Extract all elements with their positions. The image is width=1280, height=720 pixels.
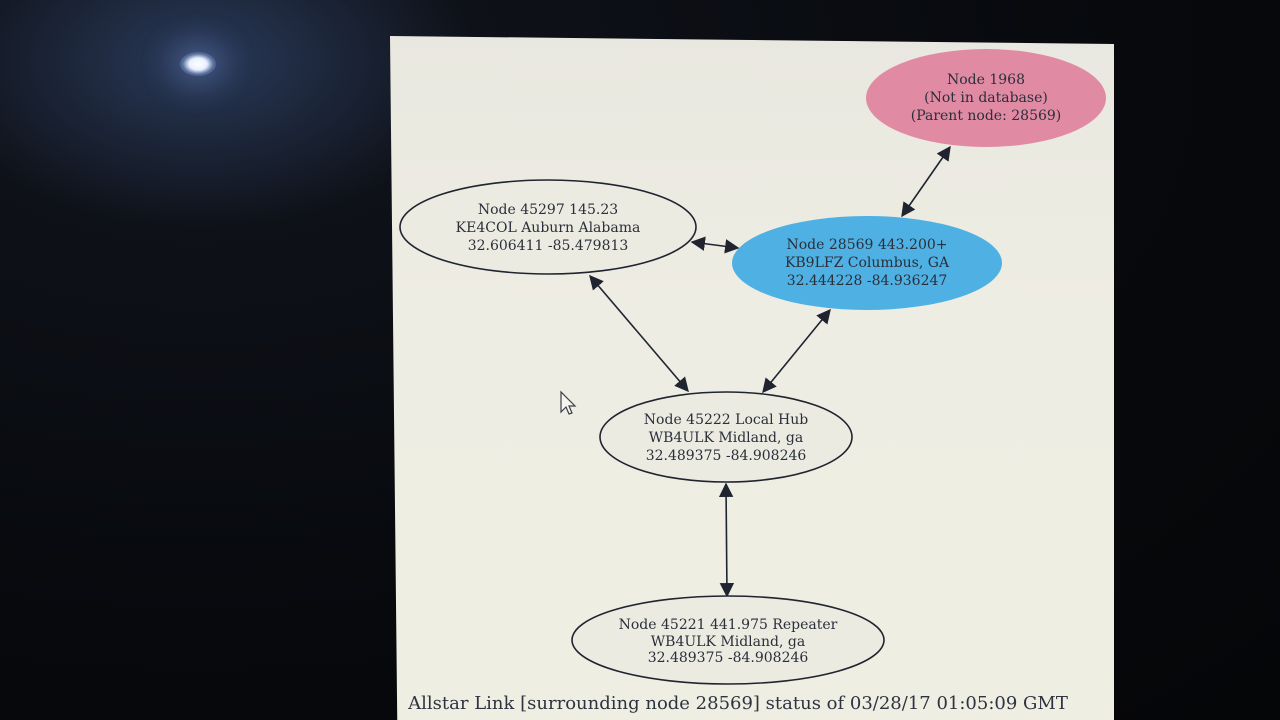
node-label-line2: KE4COL Auburn Alabama xyxy=(456,220,641,236)
node-label-line2: WB4ULK Midland, ga xyxy=(649,430,803,446)
node-ellipse xyxy=(599,391,853,483)
node-label-line3: 32.444228 -84.936247 xyxy=(787,273,948,289)
light-glare xyxy=(180,52,216,76)
edge-45222-45221 xyxy=(718,482,735,598)
node-label-line3: (Parent node: 28569) xyxy=(911,108,1062,124)
node-label-line3: 32.489375 -84.908246 xyxy=(646,448,807,464)
node-1968[interactable]: Node 1968 (Not in database) (Parent node… xyxy=(866,49,1106,147)
edges xyxy=(589,145,951,598)
node-label-line1: Node 45221 441.975 Repeater xyxy=(619,617,838,633)
status-line: Allstar Link [surrounding node 28569] st… xyxy=(407,693,1068,714)
node-ellipse xyxy=(571,595,885,685)
node-45297[interactable]: Node 45297 145.23 KE4COL Auburn Alabama … xyxy=(399,179,697,275)
node-label-line1: Node 28569 443.200+ xyxy=(787,237,948,253)
mouse-cursor-icon xyxy=(560,390,577,415)
edge-45297-28569 xyxy=(690,236,740,254)
node-label-line1: Node 45222 Local Hub xyxy=(644,412,808,428)
node-ellipse xyxy=(399,179,697,275)
node-label-line2: WB4ULK Midland, ga xyxy=(651,634,805,650)
edge-45297-45222 xyxy=(589,274,689,393)
node-ellipse xyxy=(732,216,1002,310)
edge-28569-1968 xyxy=(901,145,951,218)
node-45221[interactable]: Node 45221 441.975 Repeater WB4ULK Midla… xyxy=(571,595,885,685)
node-label-line1: Node 1968 xyxy=(947,72,1025,88)
node-28569[interactable]: Node 28569 443.200+ KB9LFZ Columbus, GA … xyxy=(732,216,1002,310)
node-label-line3: 32.489375 -84.908246 xyxy=(648,650,809,666)
node-label-line1: Node 45297 145.23 xyxy=(478,202,618,218)
node-label-line2: (Not in database) xyxy=(924,90,1048,106)
edge-28569-45222 xyxy=(762,308,831,394)
node-45222[interactable]: Node 45222 Local Hub WB4ULK Midland, ga … xyxy=(599,391,853,483)
node-label-line3: 32.606411 -85.479813 xyxy=(468,238,629,254)
node-ellipse xyxy=(866,49,1106,147)
node-label-line2: KB9LFZ Columbus, GA xyxy=(785,255,950,271)
